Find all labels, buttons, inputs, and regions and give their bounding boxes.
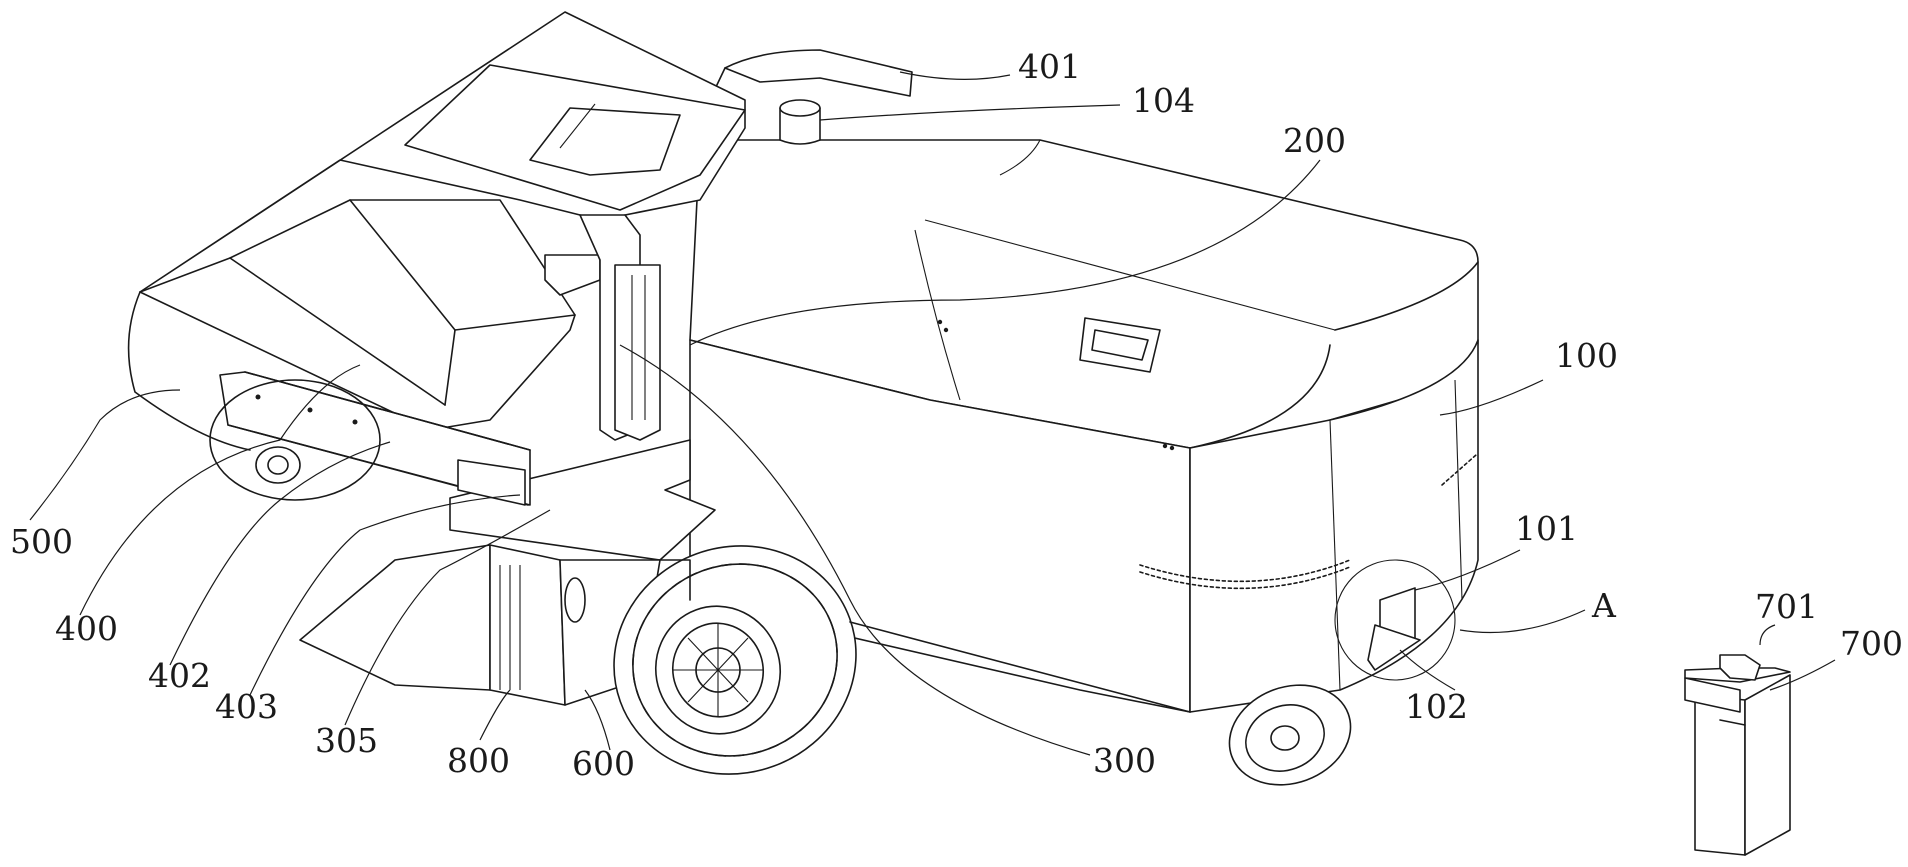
component-700: [1684, 654, 1791, 856]
front-wheel-600: [613, 545, 857, 775]
label-403: 403: [215, 687, 278, 726]
label-400: 400: [55, 609, 118, 648]
label-a: A: [1591, 586, 1617, 625]
label-401: 401: [1018, 47, 1081, 86]
label-402: 402: [148, 656, 211, 695]
label-800: 800: [447, 741, 510, 780]
chassis-line: [849, 621, 1191, 713]
reference-labels: 401 104 200 100 101 A 102 701 700 500 40…: [10, 47, 1903, 783]
label-101: 101: [1515, 509, 1578, 548]
label-500: 500: [10, 522, 73, 561]
label-100: 100: [1555, 336, 1618, 375]
label-701: 701: [1755, 587, 1818, 626]
hopper-housing: [127, 11, 746, 451]
front-arm-402: [219, 371, 531, 506]
label-305: 305: [315, 721, 378, 760]
label-102: 102: [1405, 687, 1468, 726]
detail-a-101: [1334, 559, 1456, 681]
label-700: 700: [1840, 624, 1903, 663]
upper-frame-401: [699, 49, 913, 145]
chassis-corner: [659, 559, 691, 601]
label-200: 200: [1283, 121, 1346, 160]
leader-lines: [29, 71, 1836, 756]
label-104: 104: [1132, 81, 1195, 120]
lift-column-300: [449, 214, 716, 561]
label-300: 300: [1093, 741, 1156, 780]
dust-box-800: [299, 544, 661, 706]
brush-disc: [209, 379, 381, 501]
rear-wheel: [1228, 684, 1352, 786]
label-600: 600: [572, 744, 635, 783]
